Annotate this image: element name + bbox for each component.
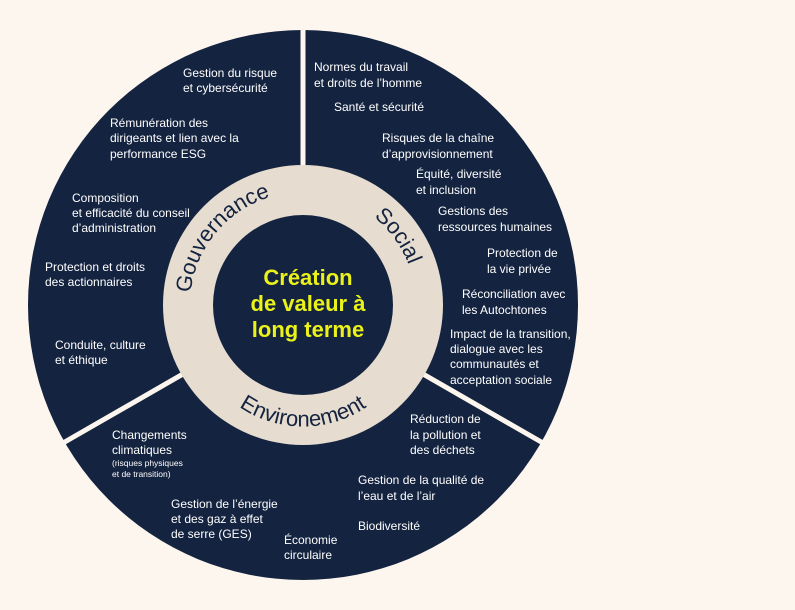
env-label-circular: Économie circulaire — [284, 532, 341, 562]
soc-label-reconciliation: Réconciliation avec les Autochtones — [462, 287, 569, 317]
soc-label-privacy: Protection de la vie privée — [487, 246, 561, 276]
center-title: Création de valeur à long terme — [251, 265, 367, 342]
env-label-biodiversity: Biodiversité — [358, 519, 420, 533]
center-disc — [213, 215, 393, 395]
environment-segment: Changements climatiques (risques physiqu… — [112, 412, 487, 562]
gov-label-remuneration: Rémunération des dirigeants et lien avec… — [110, 116, 242, 161]
center-title-line-2: de valeur à — [251, 291, 367, 316]
center-title-line-1: Création — [263, 265, 352, 290]
center-title-line-3: long terme — [252, 317, 364, 342]
social-segment: Normes du travail et droits de l’homme S… — [314, 60, 574, 387]
gov-label-risk: Gestion du risque et cybersécurité — [183, 66, 280, 95]
env-label-pollution: Réduction de la pollution et des déchets — [410, 412, 484, 457]
soc-label-labour: Normes du travail et droits de l’homme — [314, 60, 422, 90]
gov-label-conduct: Conduite, culture et éthique — [55, 338, 149, 367]
soc-label-equity: Équité, diversité et inclusion — [416, 166, 505, 197]
env-label-energy: Gestion de l’énergie et des gaz à effet … — [171, 497, 281, 541]
gov-label-shareholders: Protection et droits des actionnaires — [45, 260, 148, 289]
soc-label-transition: Impact de la transition, dialogue avec l… — [450, 327, 574, 387]
env-label-water-air: Gestion de la qualité de l’eau et de l’a… — [358, 473, 487, 503]
soc-label-supply-chain: Risques de la chaîne d’approvisionnement — [382, 131, 497, 161]
env-label-climate-note: (risques physiques et de transition) — [112, 458, 185, 479]
gov-label-board: Composition et efficacité du conseil d’a… — [72, 191, 193, 235]
soc-label-health: Santé et sécurité — [334, 100, 424, 114]
governance-segment: Gestion du risque et cybersécurité Rémun… — [45, 66, 280, 367]
soc-label-hr: Gestions des ressources humaines — [438, 204, 552, 234]
env-label-climate: Changements climatiques — [112, 428, 190, 457]
